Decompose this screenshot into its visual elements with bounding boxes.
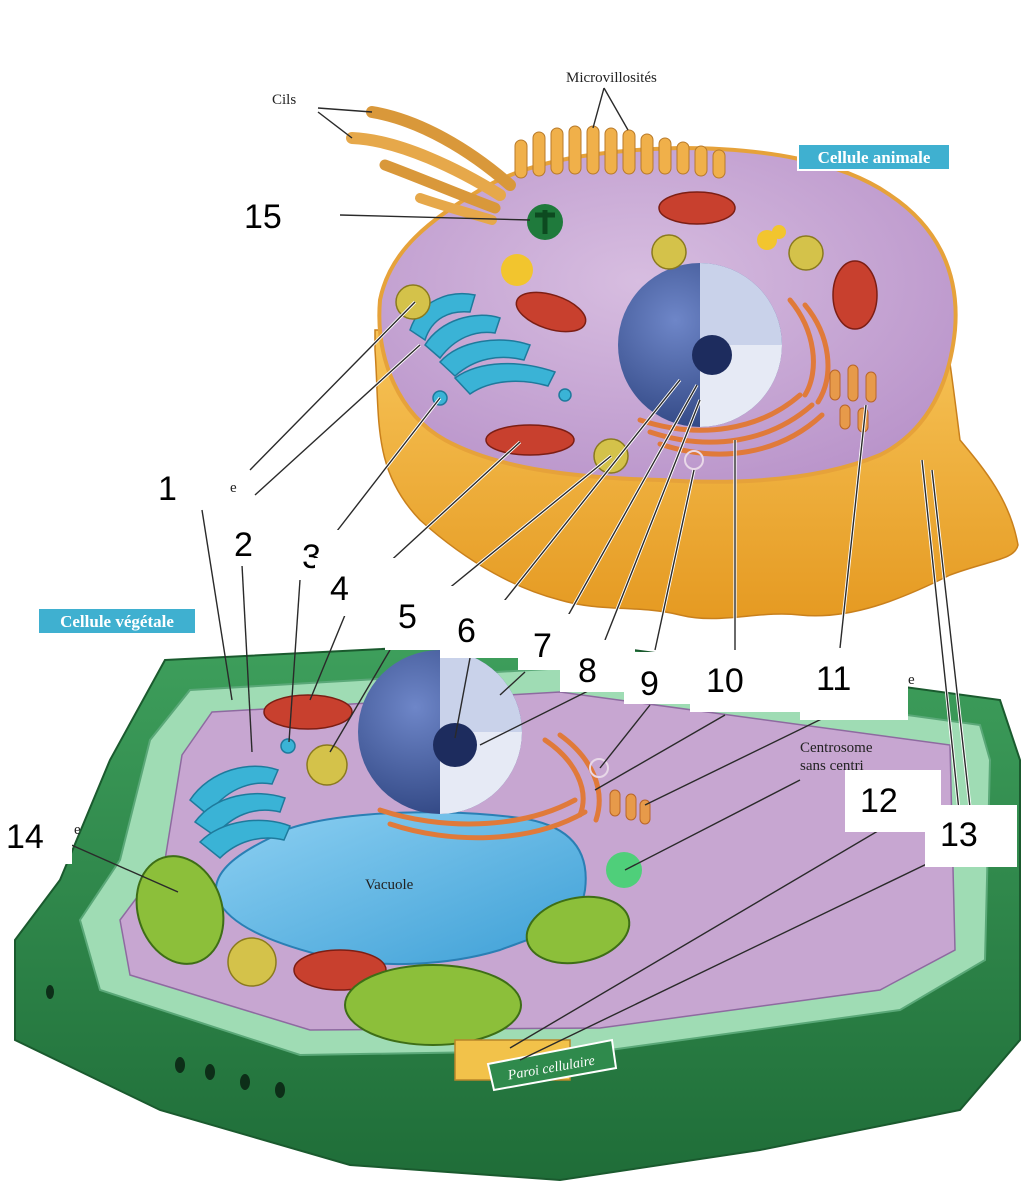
number-box-13: 13 [925,805,1017,867]
number-2: 2 [234,526,253,564]
label-microvillosites: Microvillosités [566,70,657,86]
number-15: 15 [244,198,282,236]
plant-nucleus [358,650,522,814]
number-4: 4 [330,570,349,608]
number-11: 11 [816,660,851,698]
label-cils: Cils [272,92,296,108]
number-14: 14 [6,818,44,856]
number-10: 10 [706,662,744,700]
number-9: 9 [640,665,659,703]
number-box-9: 9 [624,652,699,704]
label-centrosome-line1: Centrosome [800,740,873,756]
cilia [352,112,510,220]
number-12: 12 [860,782,898,820]
number-5: 5 [398,598,417,636]
plant-centrosome [606,852,642,888]
number-13: 13 [940,816,978,854]
number-box-6: 6 [440,600,525,658]
number-box-15: 15 [225,188,335,240]
banner-plant: Cellule végétale [38,608,196,634]
plant-cell [15,640,1020,1180]
number-box-11: 11 [800,648,908,720]
label-fragment-e2: e [908,672,915,688]
number-box-10: 10 [690,650,800,712]
number-box-2: 2 [222,518,274,566]
number-box-8: 8 [560,640,635,692]
number-box-14: 14 [0,808,72,864]
animal-centrosome [527,204,563,240]
number-7: 7 [533,627,552,665]
label-vacuole: Vacuole [365,877,414,893]
banner-animal: Cellule animale [798,144,950,170]
animal-cell [352,112,1018,619]
number-6: 6 [457,612,476,650]
banner-plant-text: Cellule végétale [60,612,174,631]
number-1: 1 [158,470,177,508]
label-fragment-e1: e [230,480,237,496]
banner-animal-text: Cellule animale [818,148,931,167]
number-8: 8 [578,652,597,690]
label-fragment-e3: e [74,822,81,838]
number-box-1: 1 [145,462,197,510]
